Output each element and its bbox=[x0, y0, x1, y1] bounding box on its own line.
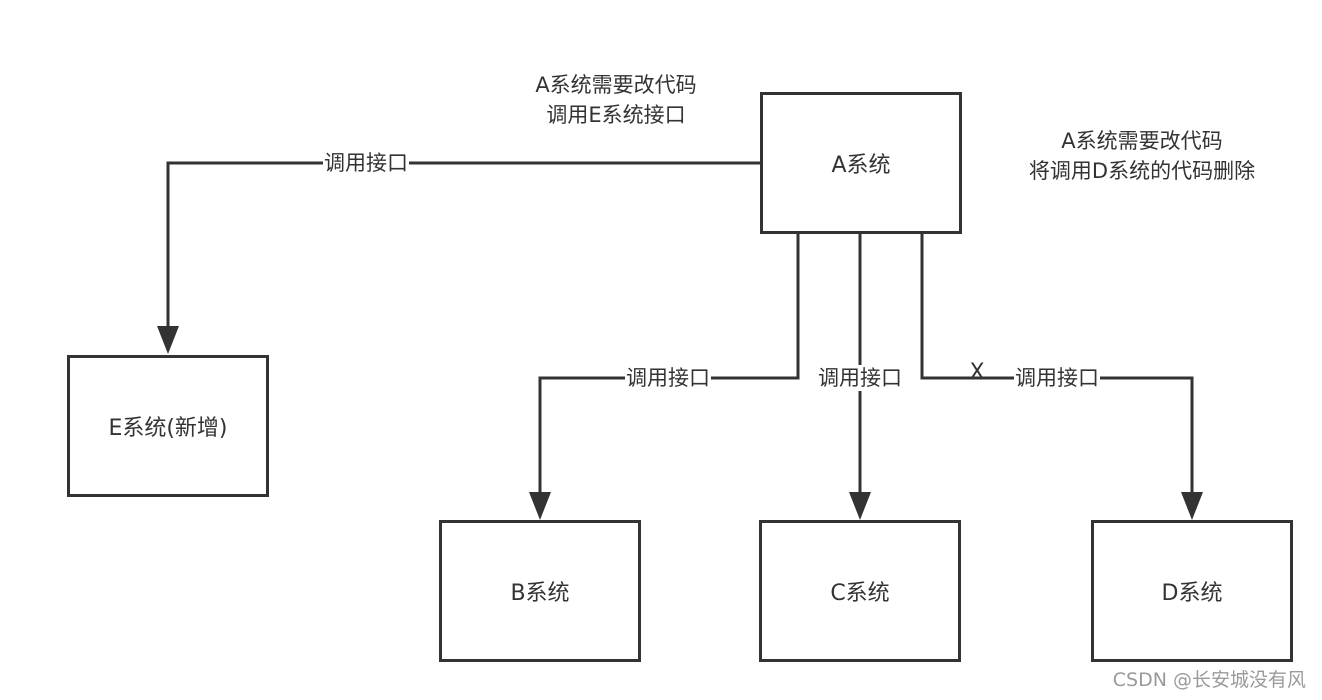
node-c-system: C系统 bbox=[759, 520, 961, 662]
connector-a-to-e bbox=[166, 161, 760, 330]
arrowhead-to-c bbox=[849, 492, 871, 520]
arrowhead-to-b bbox=[529, 492, 551, 520]
note-right: A系统需要改代码 将调用D系统的代码删除 bbox=[1029, 126, 1255, 186]
node-b-system: B系统 bbox=[439, 520, 641, 662]
note-left: A系统需要改代码 调用E系统接口 bbox=[535, 70, 696, 130]
node-d-label: D系统 bbox=[1161, 581, 1223, 606]
node-b-label: B系统 bbox=[510, 581, 570, 606]
note-right-line-1: A系统需要改代码 bbox=[1061, 129, 1223, 153]
arrowhead-to-e bbox=[157, 326, 179, 354]
note-left-line-1: A系统需要改代码 bbox=[535, 73, 697, 97]
arrowhead-to-d bbox=[1181, 492, 1203, 520]
edge-label-a-to-e: 调用接口 bbox=[323, 150, 409, 176]
edge-label-a-to-d: 调用接口 bbox=[1014, 365, 1100, 391]
note-left-line-2: 调用E系统接口 bbox=[546, 103, 686, 127]
edge-label-a-to-c: 调用接口 bbox=[817, 365, 903, 391]
node-e-label: E系统(新增) bbox=[108, 416, 228, 441]
node-e-system: E系统(新增) bbox=[67, 355, 269, 497]
node-d-system: D系统 bbox=[1091, 520, 1293, 662]
note-right-line-2: 将调用D系统的代码删除 bbox=[1028, 159, 1256, 183]
node-c-label: C系统 bbox=[830, 581, 890, 606]
edge-label-a-to-b: 调用接口 bbox=[625, 365, 711, 391]
watermark: CSDN @长安城没有风 bbox=[1112, 669, 1306, 691]
node-a-label: A系统 bbox=[831, 153, 891, 178]
node-a-system: A系统 bbox=[760, 92, 962, 234]
removed-call-mark: X bbox=[969, 360, 985, 385]
